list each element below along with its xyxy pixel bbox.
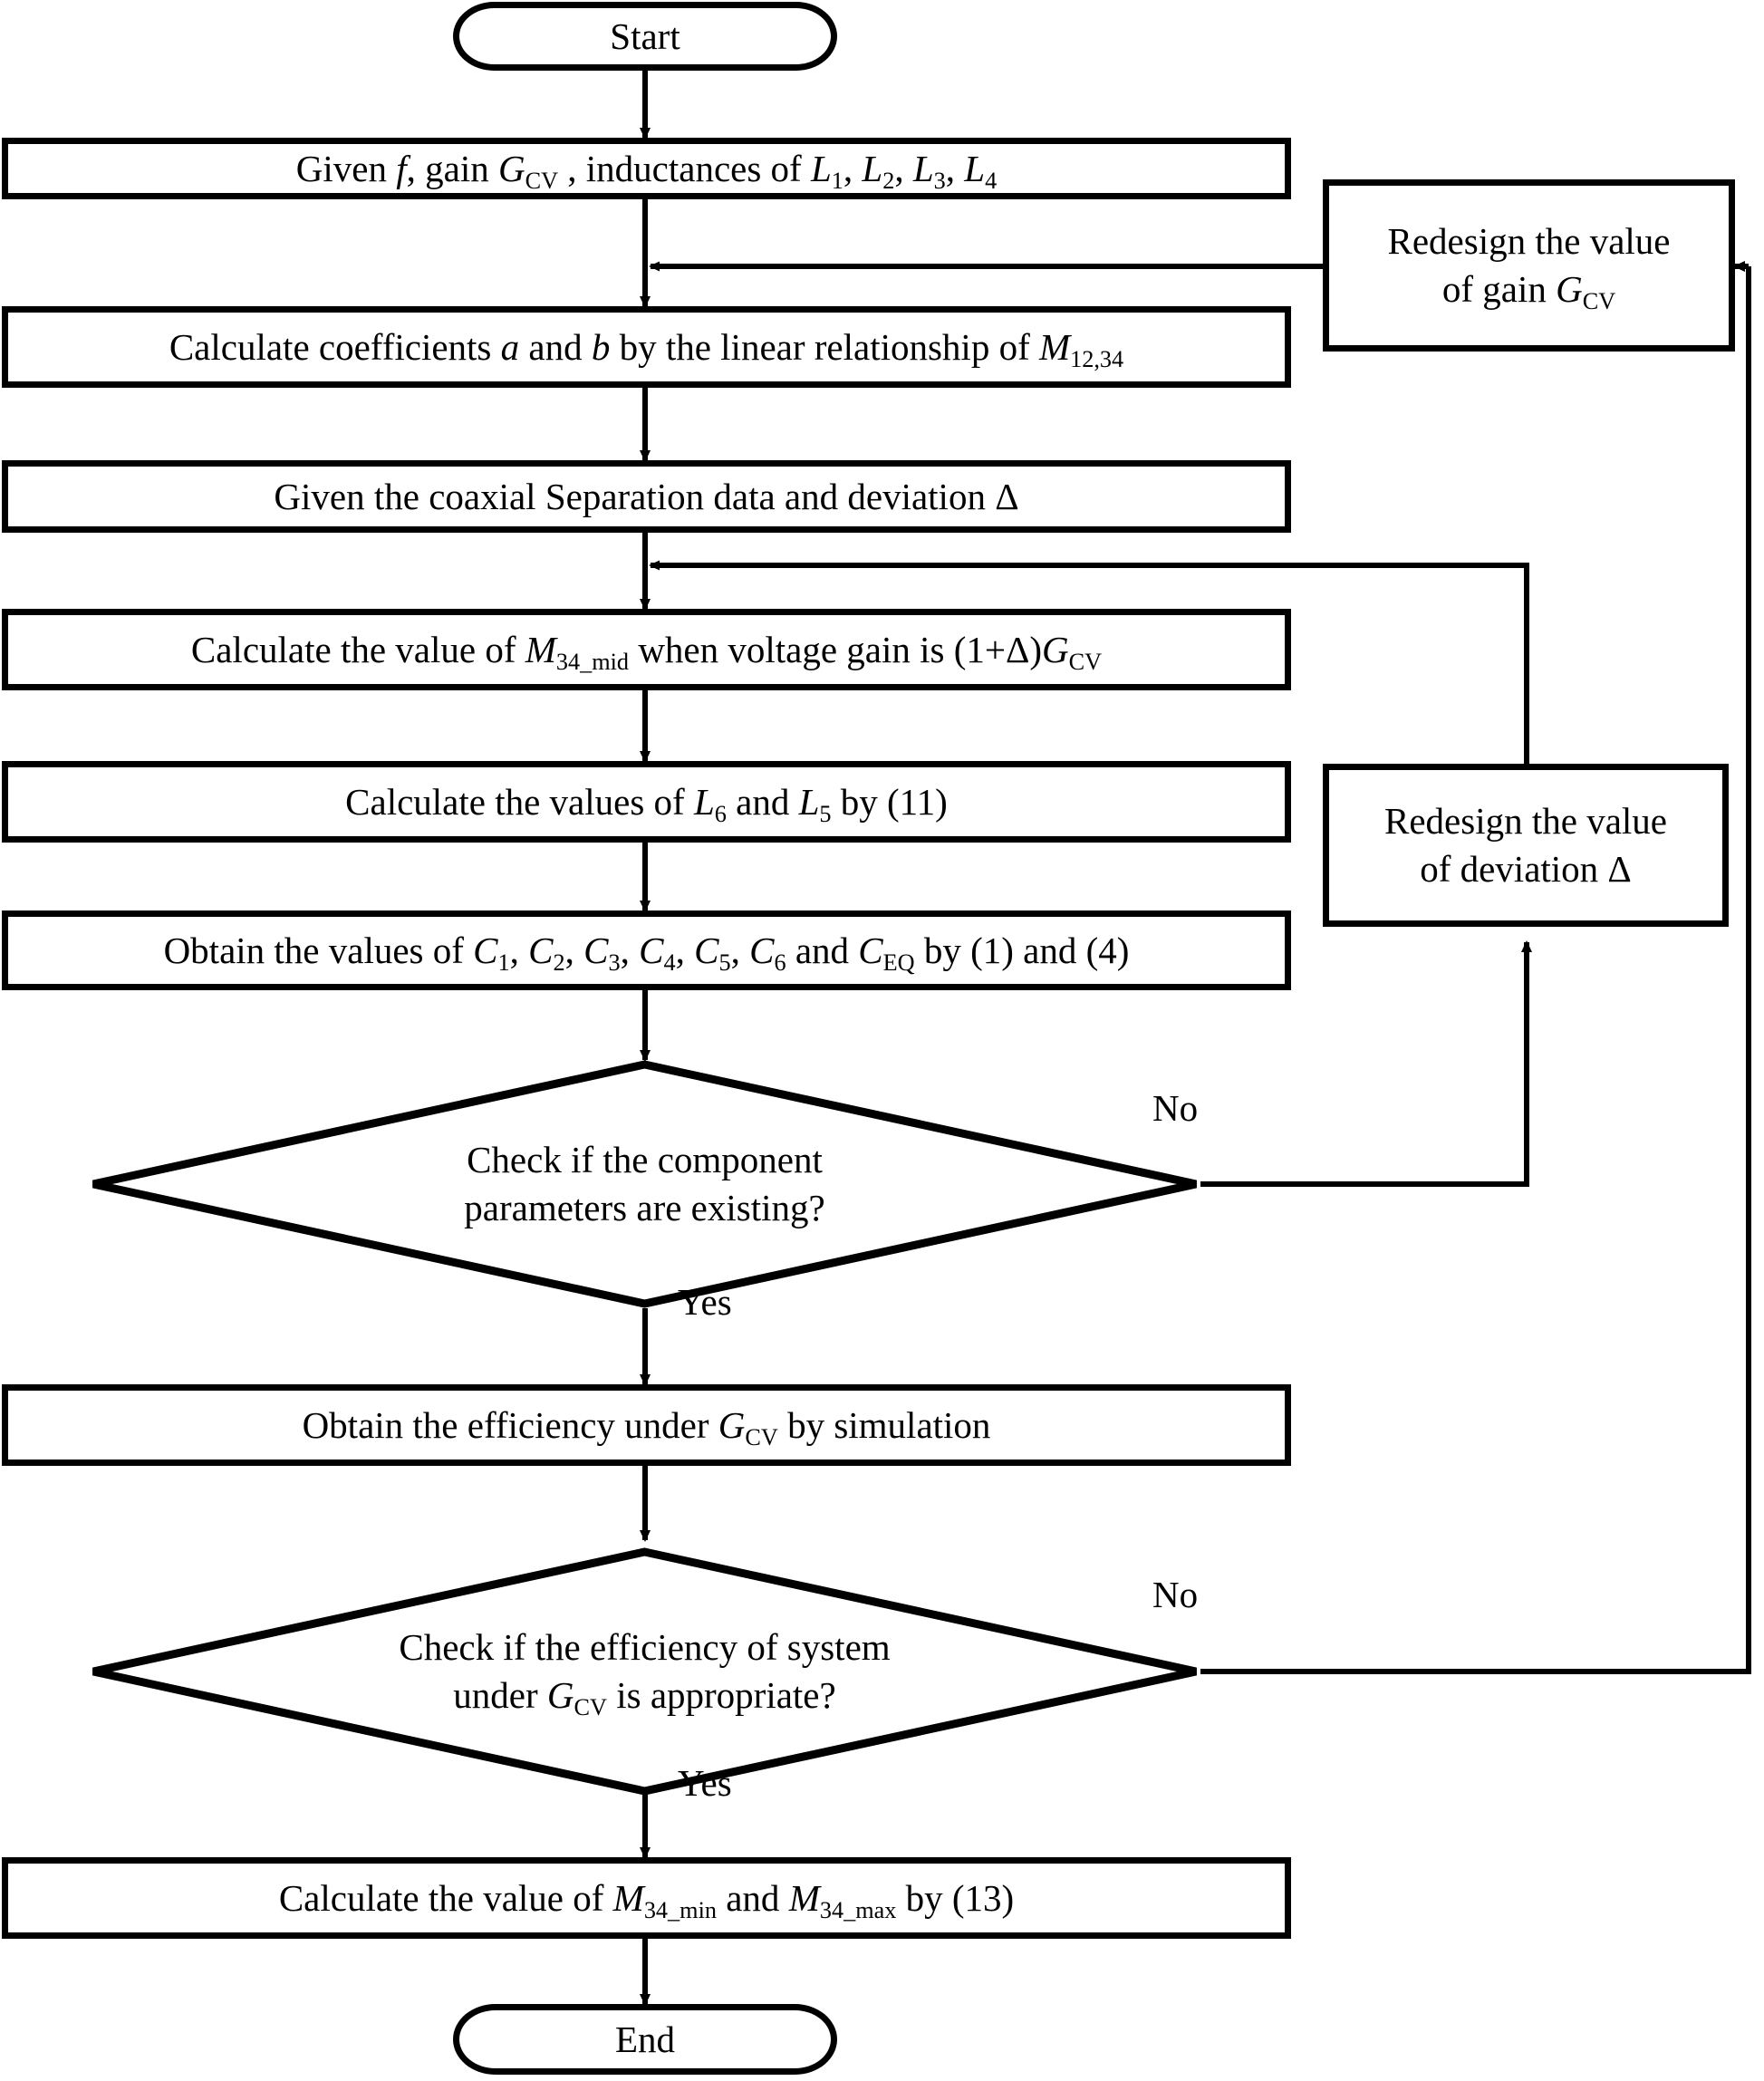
node-calc-l6-l5[interactable]: Calculate the values of L6 and L5 by (11… bbox=[2, 761, 1291, 843]
node-given-coaxial-label: Given the coaxial Separation data and de… bbox=[274, 475, 1019, 517]
node-check-efficiency[interactable]: Check if the efficiency of system under … bbox=[89, 1547, 1200, 1796]
node-obtain-capacitances[interactable]: Obtain the values of C1, C2, C3, C4, C5,… bbox=[2, 910, 1291, 990]
node-obtain-capacitances-label: Obtain the values of C1, C2, C3, C4, C5,… bbox=[163, 929, 1130, 976]
node-calc-m34mid[interactable]: Calculate the value of M34_mid when volt… bbox=[2, 609, 1291, 690]
node-end[interactable]: End bbox=[453, 2004, 837, 2075]
node-check-parameters-label: Check if the component parameters are ex… bbox=[464, 1138, 825, 1228]
node-calc-m34-min-max-label: Calculate the value of M34_min and M34_m… bbox=[278, 1876, 1015, 1923]
node-redesign-deviation-label: Redesign the value of deviation Δ bbox=[1384, 799, 1667, 890]
node-given-params[interactable]: Given f, gain GCV , inductances of L1, L… bbox=[2, 138, 1291, 199]
node-obtain-efficiency[interactable]: Obtain the efficiency under GCV by simul… bbox=[2, 1384, 1291, 1466]
node-start[interactable]: Start bbox=[453, 2, 837, 71]
edge-label-check-eff-no: No bbox=[1152, 1574, 1199, 1615]
node-calc-m34mid-label: Calculate the value of M34_mid when volt… bbox=[190, 628, 1103, 675]
node-calc-coefficients[interactable]: Calculate coefficients a and b by the li… bbox=[2, 306, 1291, 388]
node-redesign-gain[interactable]: Redesign the value of gain GCV bbox=[1323, 179, 1735, 352]
edge-label-check-params-no: No bbox=[1152, 1087, 1199, 1129]
node-obtain-efficiency-label: Obtain the efficiency under GCV by simul… bbox=[302, 1403, 991, 1450]
node-redesign-gain-label: Redesign the value of gain GCV bbox=[1387, 219, 1671, 314]
node-end-label: End bbox=[614, 2018, 676, 2060]
edge-label-check-params-yes: Yes bbox=[678, 1281, 732, 1323]
node-redesign-deviation[interactable]: Redesign the value of deviation Δ bbox=[1323, 764, 1729, 927]
node-check-parameters[interactable]: Check if the component parameters are ex… bbox=[89, 1060, 1200, 1308]
node-given-coaxial[interactable]: Given the coaxial Separation data and de… bbox=[2, 460, 1291, 533]
node-calc-l6-l5-label: Calculate the values of L6 and L5 by (11… bbox=[345, 780, 948, 827]
edge-label-check-eff-yes: Yes bbox=[678, 1762, 732, 1804]
check-efficiency-shape bbox=[92, 1547, 1197, 1796]
node-given-params-label: Given f, gain GCV , inductances of L1, L… bbox=[295, 147, 998, 194]
node-calc-m34-min-max[interactable]: Calculate the value of M34_min and M34_m… bbox=[2, 1857, 1291, 1939]
node-check-efficiency-label: Check if the efficiency of system under … bbox=[399, 1625, 891, 1720]
node-calc-coefficients-label: Calculate coefficients a and b by the li… bbox=[169, 325, 1124, 372]
check-parameters-shape bbox=[92, 1060, 1197, 1308]
node-start-label: Start bbox=[610, 15, 680, 57]
